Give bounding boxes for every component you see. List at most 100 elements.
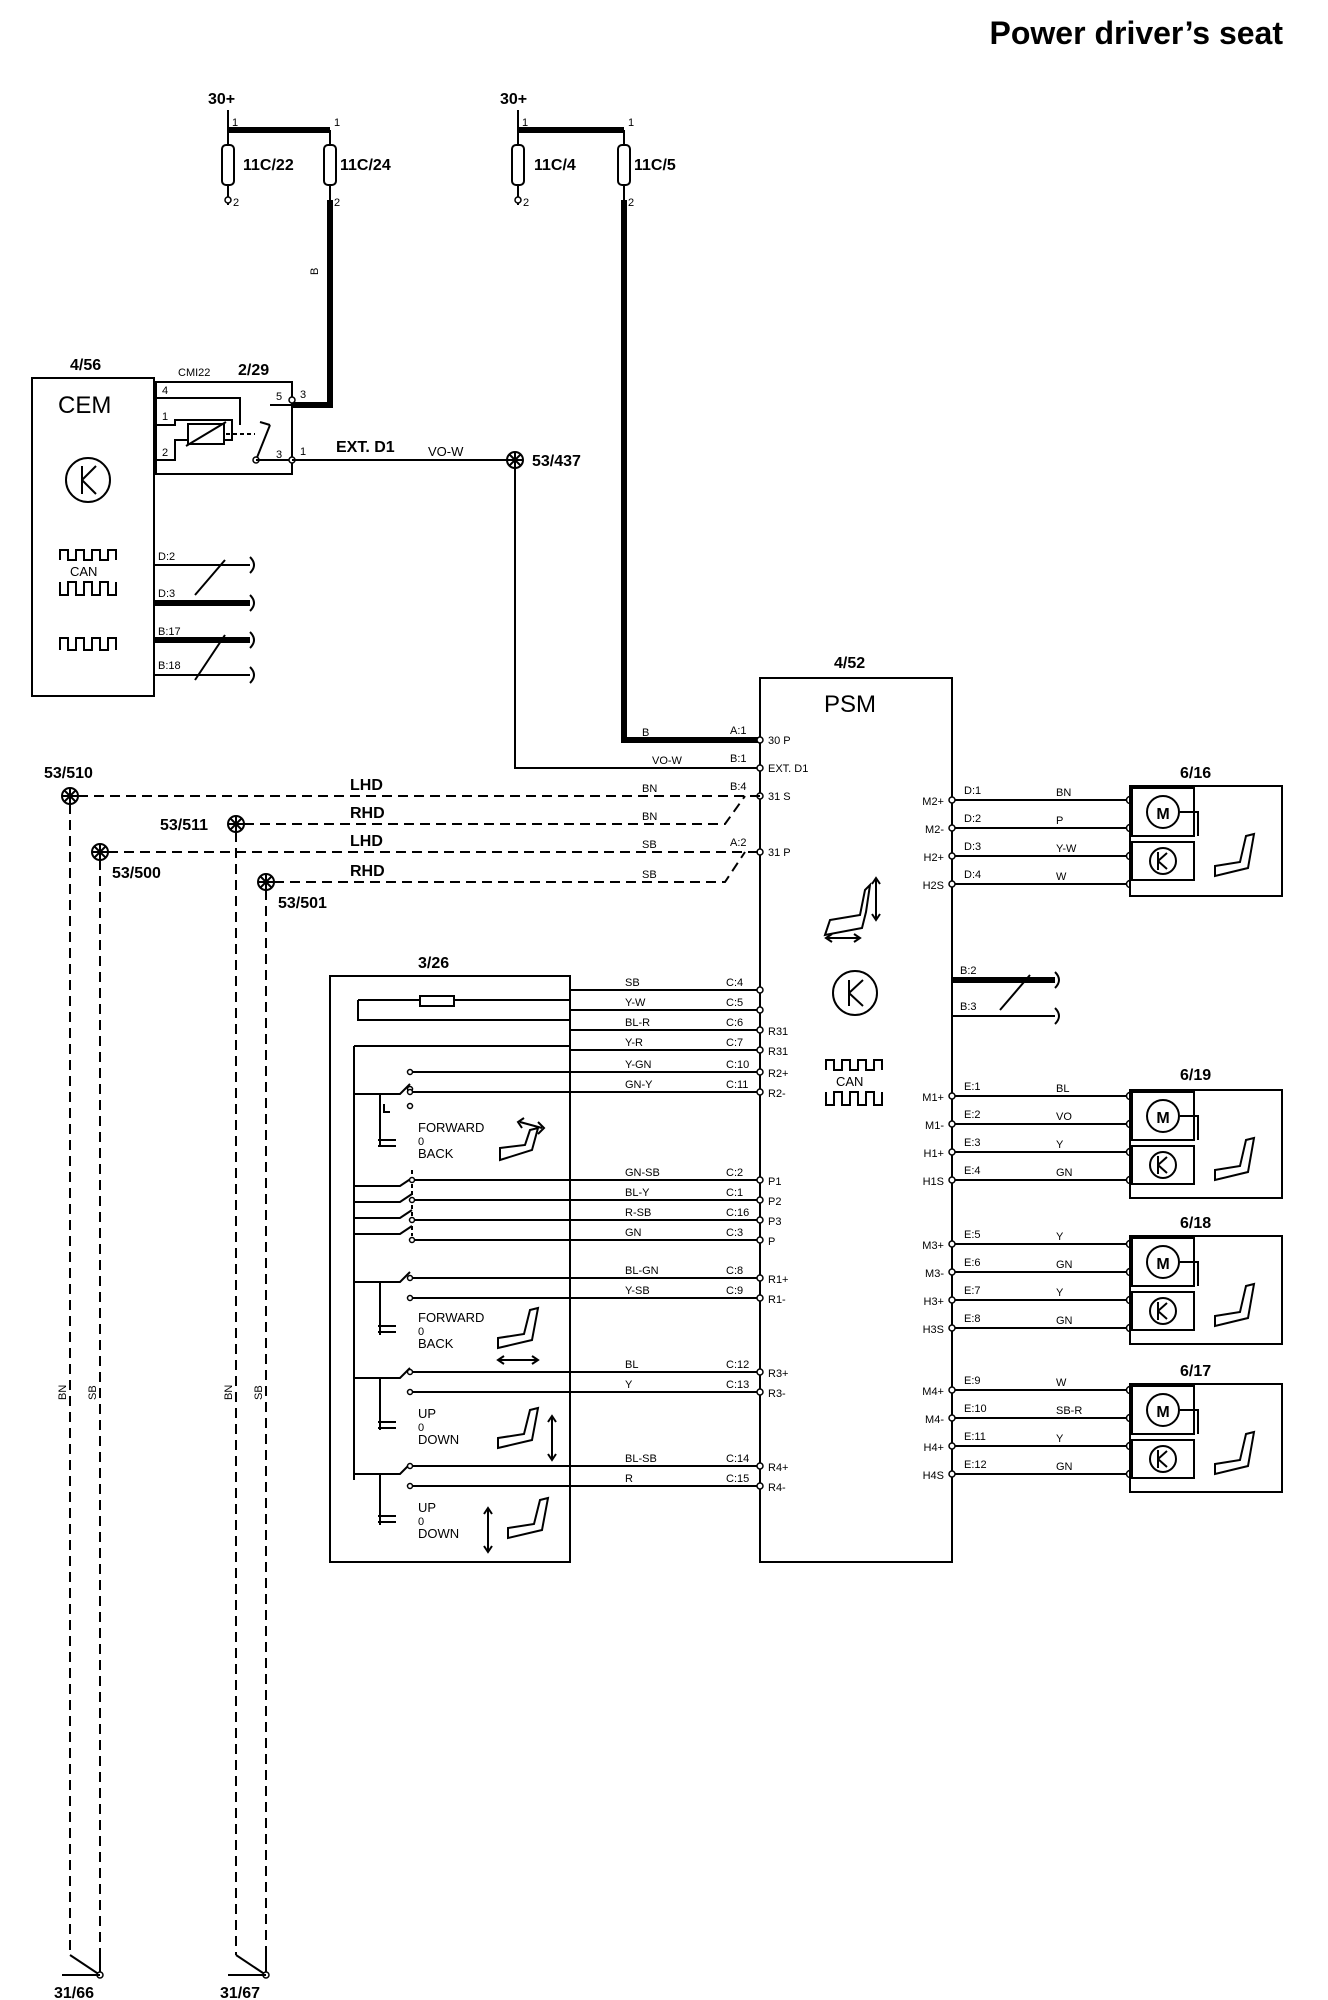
motor-symbol: M	[1156, 1256, 1169, 1273]
motor-ref: 6/18	[1180, 1215, 1211, 1232]
connector-label: C:1	[726, 1187, 743, 1199]
splice-label: 53/510	[44, 765, 93, 782]
wire-color-label: GN-SB	[625, 1167, 660, 1179]
can-square-wave-icon	[825, 1059, 883, 1071]
switch-position-label: UP	[418, 1500, 436, 1515]
cem-module: 4/56 CEM CAN CMI22 2/29 4 1 2 5 3 3 1 D:…	[31, 357, 306, 697]
relay-pin: 1	[162, 411, 168, 423]
seat-up-down-icon	[507, 1496, 550, 1540]
psm-input-conn: B:4	[730, 781, 747, 793]
switch-position-label: FORWARD	[418, 1310, 484, 1325]
fuse-11c-4: 11C/4 2	[511, 130, 576, 209]
wire-color-label: Y	[625, 1379, 633, 1391]
motor-ref: 6/19	[1180, 1067, 1211, 1084]
psm-pin-label: R31	[768, 1046, 788, 1058]
motor-symbol: M	[1156, 1404, 1169, 1421]
ground-point-31-67: 31/67	[220, 1954, 270, 2000]
psm-pin-label: H3+	[924, 1296, 945, 1308]
psm-pin-label: M1-	[925, 1120, 944, 1132]
connector-label: C:5	[726, 997, 743, 1009]
psm-pin-label: H2+	[924, 852, 945, 864]
wire-color-label: BL	[1056, 1083, 1069, 1095]
cem-output-pin: D:3	[158, 588, 175, 600]
wire-color-label: SB	[253, 1385, 265, 1400]
cem-output-b17: B:17	[154, 626, 255, 681]
can-square-wave-icon	[825, 1091, 883, 1106]
relay-pin: 1	[300, 446, 306, 458]
fuse-pin: 1	[232, 117, 238, 129]
cem-ref: 4/56	[70, 357, 101, 374]
wire-color-label: SB	[625, 977, 640, 989]
connector-label: E:11	[964, 1431, 986, 1443]
motor-icon	[1146, 1393, 1180, 1427]
mode-label: RHD	[350, 863, 385, 880]
psm-pin-label: H1+	[924, 1148, 945, 1160]
connector-label: C:7	[726, 1037, 743, 1049]
relay-pin: 3	[276, 449, 282, 461]
psm-pin-label: M1+	[922, 1092, 944, 1104]
wire-color-label: BL	[625, 1359, 638, 1371]
splice-label: 53/501	[278, 895, 327, 912]
psm-input-name: EXT. D1	[768, 763, 808, 775]
mode-label: LHD	[350, 833, 383, 850]
wire-color-label: Y	[1056, 1287, 1064, 1299]
psm-pin-label: R2+	[768, 1068, 789, 1080]
psm-pin-label: R3-	[768, 1388, 786, 1400]
fuse-label: 11C/22	[243, 157, 294, 174]
fuse-pin: 1	[522, 117, 528, 129]
motor-symbol-group: M	[1131, 1091, 1256, 1185]
psm-input-name: 31 P	[768, 847, 791, 859]
fuse-pin: 2	[334, 197, 340, 209]
switch-unit-ref: 3/26	[418, 955, 449, 972]
fuse-pin: 2	[233, 197, 239, 209]
wire-color-label: SB-R	[1056, 1405, 1082, 1417]
connector-label: C:6	[726, 1017, 743, 1029]
supply-label: 30+	[208, 91, 235, 108]
cem-output-b18: B:18	[154, 660, 255, 684]
wire-color-label: Y-W	[625, 997, 646, 1009]
hall-sensor-icon	[1149, 1151, 1177, 1179]
cem-output-d3: D:3	[154, 588, 255, 612]
mode-label: LHD	[350, 777, 383, 794]
motor-symbol-group: M	[1131, 787, 1256, 881]
motor-symbol-group: M	[1131, 1237, 1256, 1331]
transistor-icon	[65, 457, 111, 503]
ground-network: 53/510 LHD BN 53/511 RHD BN 53/500 LHD S…	[44, 765, 760, 2000]
wire-color-label: BN	[223, 1385, 235, 1400]
wire-color-label: W	[1056, 1377, 1067, 1389]
splice-53-501: 53/501 RHD SB	[257, 851, 746, 912]
connector-label: E:12	[964, 1459, 987, 1471]
psm-name: PSM	[824, 691, 876, 718]
relay-code: CMI22	[178, 367, 210, 379]
connector-label: D:4	[964, 869, 981, 881]
psm-pin-label: R4+	[768, 1462, 789, 1474]
can-label: CAN	[70, 564, 97, 579]
switch-position-label: 0	[418, 1326, 424, 1338]
wire-color-label: GN	[625, 1227, 642, 1239]
motor-icon	[1146, 1245, 1180, 1279]
splice-label: 53/437	[532, 453, 581, 470]
psm-pin-label: R1+	[768, 1274, 789, 1286]
seat-up-down-icon	[497, 1406, 540, 1450]
fuse-pin: 1	[628, 117, 634, 129]
switch-position-label: UP	[418, 1406, 436, 1421]
psm-pin-label: H4S	[923, 1470, 944, 1482]
connector-label: C:2	[726, 1167, 743, 1179]
psm-input-conn: A:2	[730, 837, 747, 849]
hall-sensor-icon	[1149, 847, 1177, 875]
fuse-pin: 1	[334, 117, 340, 129]
switch-position-label: DOWN	[418, 1526, 459, 1541]
